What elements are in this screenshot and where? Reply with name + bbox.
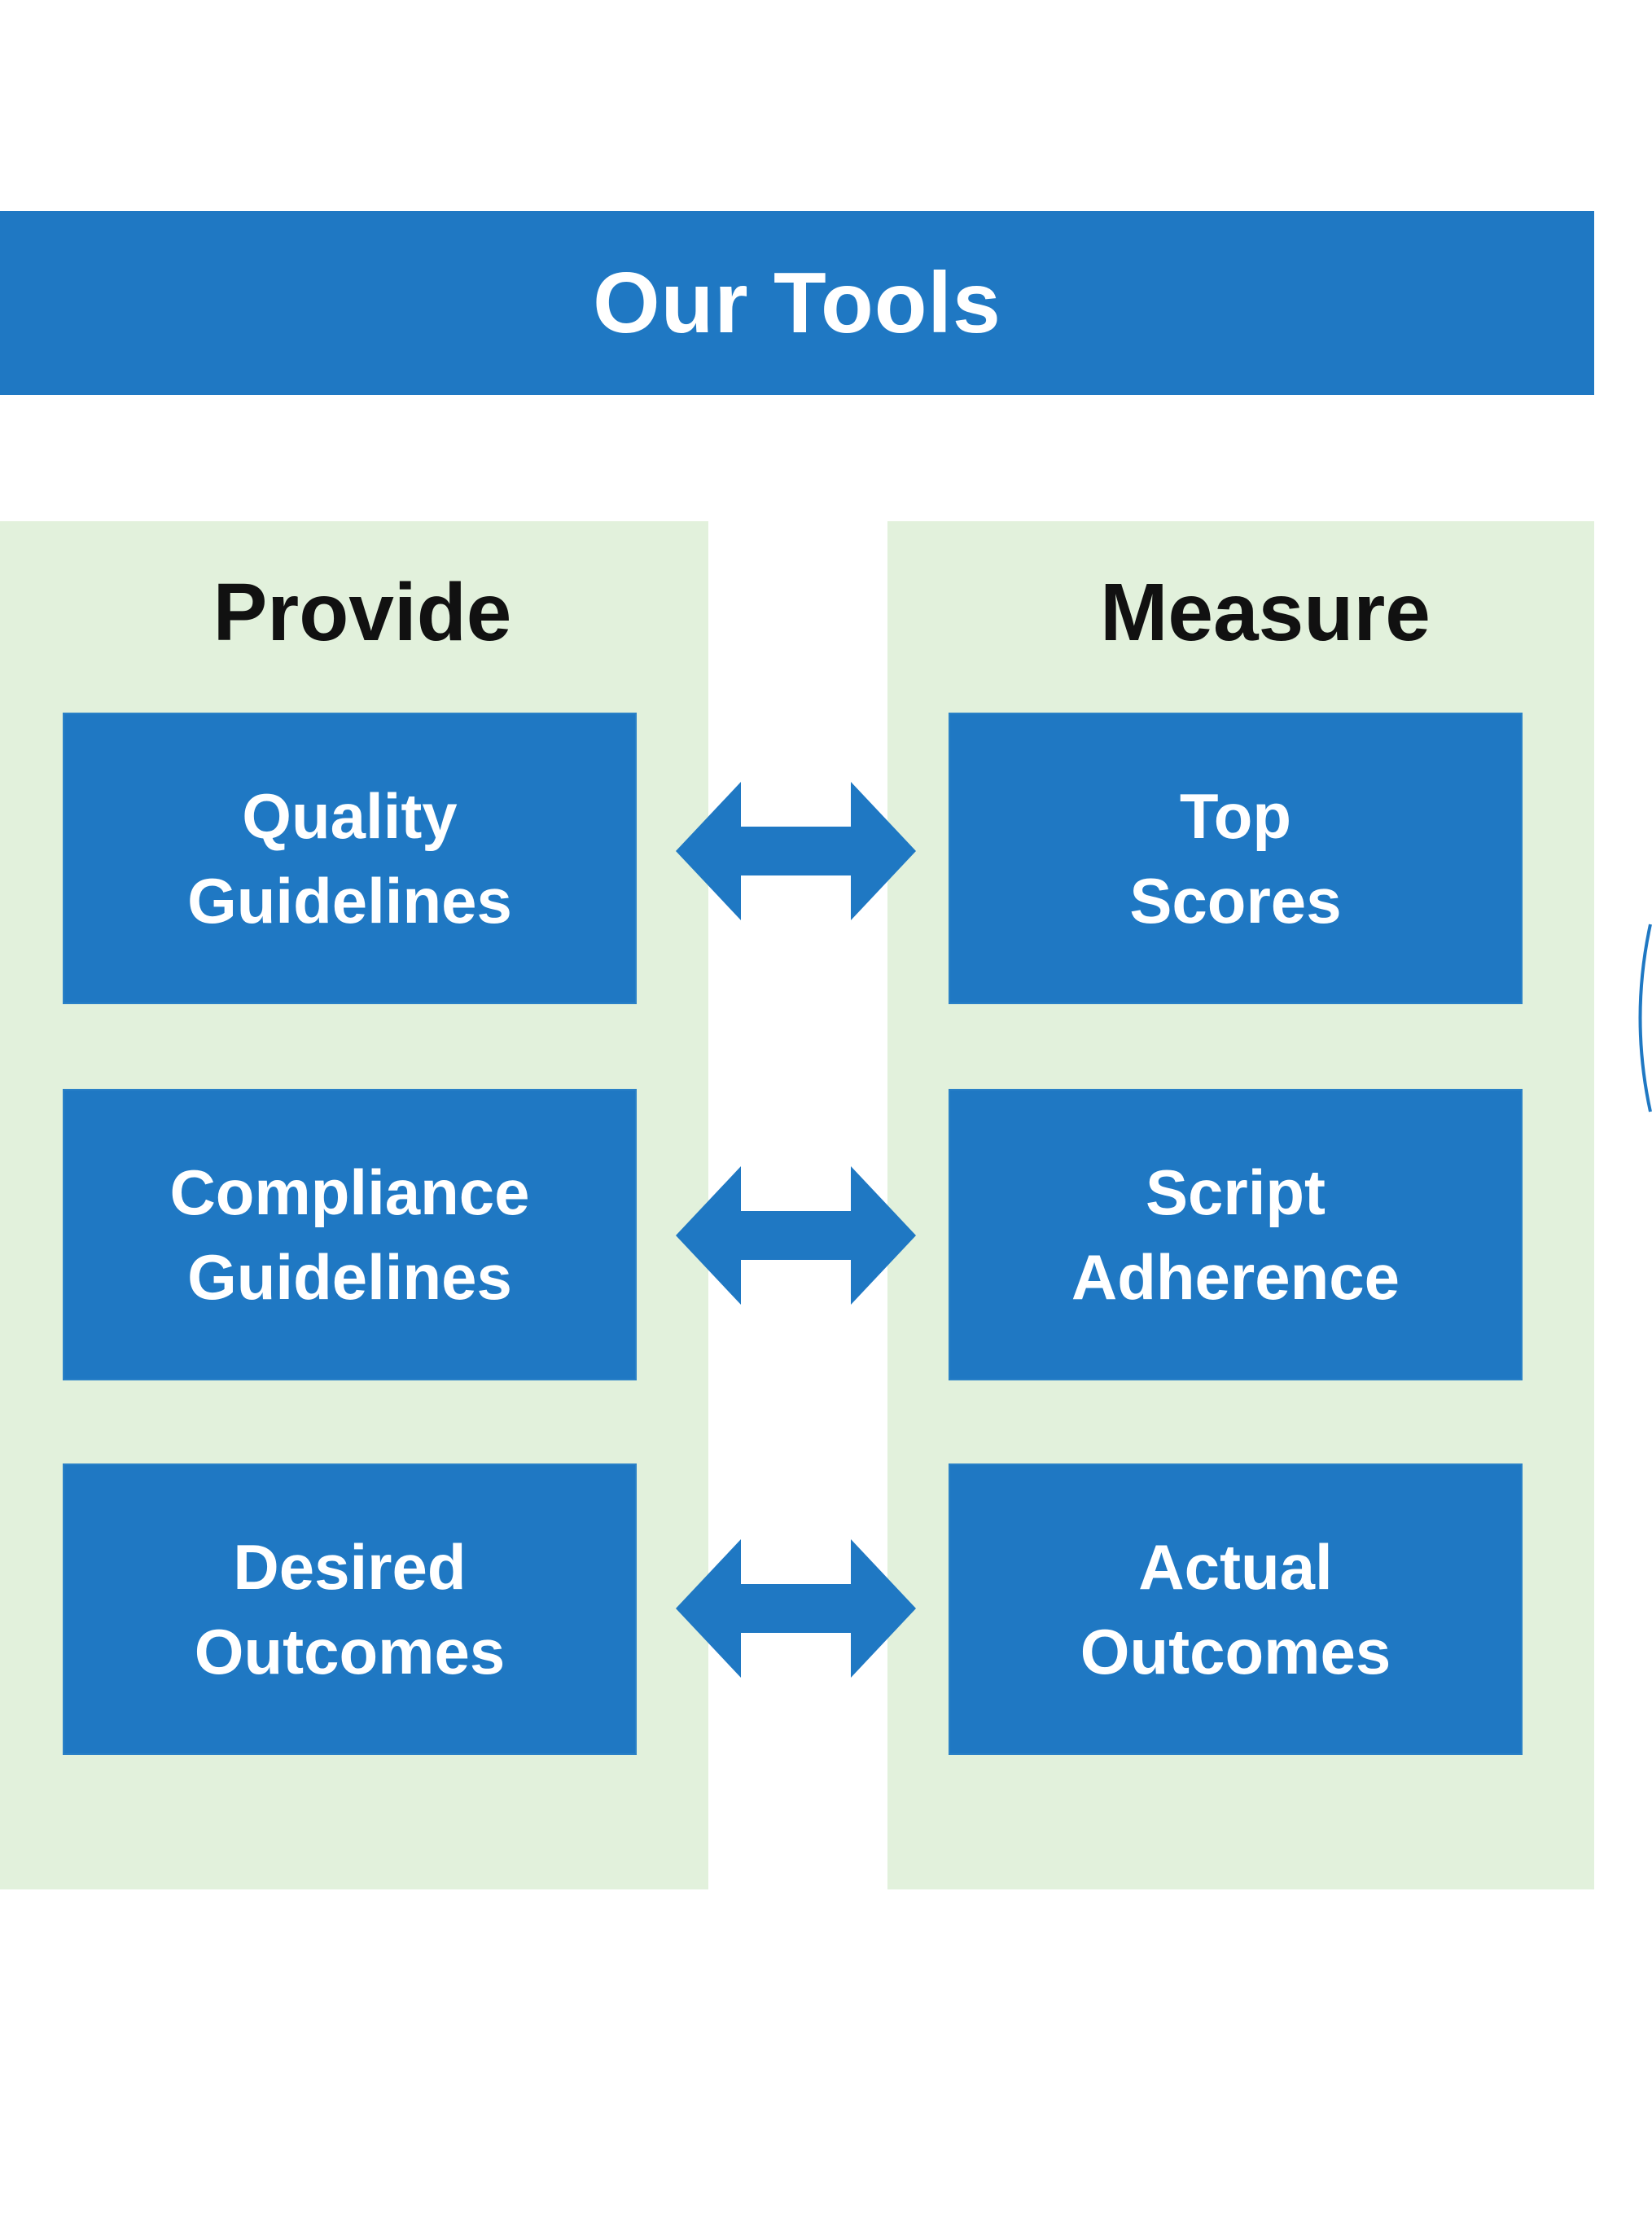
- desired-outcomes-box: Desired Outcomes: [63, 1463, 637, 1755]
- provide-panel: Provide Quality Guidelines Compliance Gu…: [0, 521, 708, 1889]
- double-headed-arrow-icon: [676, 1166, 916, 1305]
- box-label-line: Compliance: [169, 1156, 530, 1228]
- box-label-line: Top: [1179, 780, 1292, 852]
- double-headed-arrow-icon: [676, 782, 916, 920]
- compliance-guidelines-box: Compliance Guidelines: [63, 1089, 637, 1380]
- provide-heading: Provide: [213, 567, 512, 658]
- quality-guidelines-box: Quality Guidelines: [63, 713, 637, 1004]
- cropped-circle-edge: [1638, 924, 1652, 1112]
- script-adherence-box: Script Adherence: [949, 1089, 1523, 1380]
- double-headed-arrow-icon: [676, 1539, 916, 1678]
- header-bar: Our Tools: [0, 211, 1594, 395]
- box-label-line: Actual: [1138, 1531, 1333, 1603]
- box-label-line: Desired: [233, 1531, 467, 1603]
- measure-panel: Measure Top Scores Script Adherence Actu…: [887, 521, 1594, 1889]
- box-label-line: Quality: [242, 780, 458, 852]
- top-scores-box: Top Scores: [949, 713, 1523, 1004]
- box-label-line: Guidelines: [187, 865, 512, 937]
- header-title: Our Tools: [593, 254, 1001, 351]
- box-label-line: Adherence: [1071, 1241, 1400, 1313]
- box-label-line: Scores: [1129, 865, 1342, 937]
- actual-outcomes-box: Actual Outcomes: [949, 1463, 1523, 1755]
- box-label-line: Guidelines: [187, 1241, 512, 1313]
- box-label-line: Script: [1145, 1156, 1326, 1228]
- measure-heading: Measure: [1100, 567, 1431, 658]
- box-label-line: Outcomes: [194, 1616, 506, 1687]
- box-label-line: Outcomes: [1080, 1616, 1391, 1687]
